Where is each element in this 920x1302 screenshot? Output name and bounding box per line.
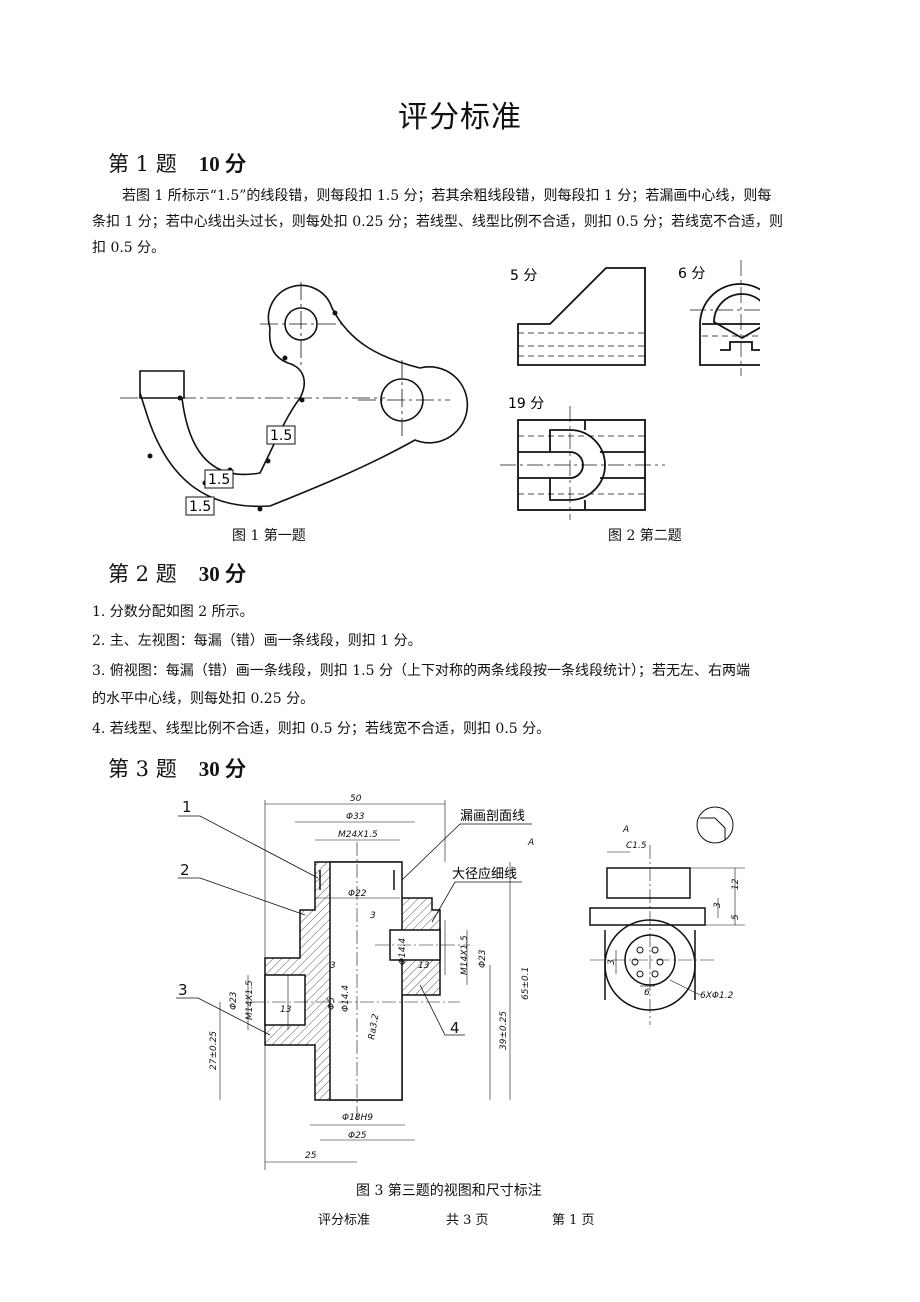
dim-65: 65±0.1 [521, 967, 531, 1000]
dim-m24: M24X1.5 [338, 830, 378, 840]
q1-text-line1: 若图 1 所标示“1.5”的线段错，则每段扣 1.5 分；若其余粗线段错，则每段… [122, 188, 772, 204]
q3-heading-label: 第 3 题 [108, 757, 177, 781]
fig2-score-b: 6 分 [678, 266, 705, 282]
q2-heading-label: 第 2 题 [108, 562, 177, 586]
dim-5c: 5 [731, 914, 741, 920]
fig1-label-c: 1.5 [189, 499, 211, 515]
note-major-diameter: 大径应细线 [452, 866, 517, 882]
callout-2: 2 [180, 861, 190, 879]
dim-13a: 13 [418, 961, 430, 971]
callout-1: 1 [182, 798, 192, 816]
dim-d18: Φ18H9 [342, 1113, 373, 1123]
dim-d14b: Φ14.4 [341, 985, 351, 1012]
fig3-caption: 图 3 第三题的视图和尺寸标注 [356, 1183, 542, 1199]
dim-39: 39±0.25 [499, 1011, 509, 1050]
dim-d33: Φ33 [346, 812, 365, 822]
fig2-score-c: 19 分 [508, 396, 544, 412]
dim-12: 12 [731, 878, 741, 890]
dim-25: 25 [305, 1151, 317, 1161]
dim-27: 27±0.25 [209, 1031, 219, 1070]
fig1-label-b: 1.5 [208, 472, 230, 488]
q1-text-line3: 扣 0.5 分。 [92, 240, 166, 256]
dim-d25: Φ25 [348, 1131, 367, 1141]
q2-item-2: 2. 主、左视图：每漏（错）画一条线段，则扣 1 分。 [92, 633, 422, 649]
q3-heading: 第 3 题 30 分 [108, 753, 246, 783]
dim-d14a: Φ14.4 [398, 938, 408, 965]
footer-page-number: 第 1 页 [552, 1213, 595, 1228]
dim-3c: 3 [713, 902, 723, 908]
fig2-score-a: 5 分 [510, 268, 537, 284]
dim-m14b: M14X1.5 [245, 980, 255, 1020]
dim-d23a: Φ23 [478, 949, 488, 968]
dim-6: 6 [644, 988, 650, 998]
q2-item-3-line1: 3. 俯视图：每漏（错）画一条线段，则扣 1.5 分（上下对称的两条线段按一条线… [92, 663, 750, 679]
dim-c15: C1.5 [626, 841, 647, 851]
dim-ra: Ra3.2 [367, 1013, 381, 1041]
fig1-label-a: 1.5 [270, 428, 292, 444]
dim-d23b: Φ23 [229, 991, 239, 1010]
dim-13b: 13 [280, 1005, 292, 1015]
q1-score: 10 分 [198, 152, 246, 176]
dim-3d: 3 [607, 959, 617, 965]
note-missing-hatch: 漏画剖面线 [460, 808, 525, 824]
q1-heading-label: 第 1 题 [108, 152, 177, 176]
dim-d5: Φ5 [327, 997, 337, 1010]
callout-3: 3 [178, 981, 188, 999]
dim-3b: 3 [330, 961, 336, 971]
q2-item-1: 1. 分数分配如图 2 所示。 [92, 604, 254, 620]
dim-m14a: M14X1.5 [460, 935, 470, 975]
figure-3-drawing: 50 Φ33 M24X1.5 Φ22 3 13 3 13 Φ18H9 Φ25 2… [176, 794, 745, 1170]
view-a-mark-2: A [622, 825, 629, 835]
dim-50: 50 [350, 794, 362, 804]
dim-d22: Φ22 [348, 889, 367, 899]
dim-3a: 3 [370, 911, 376, 921]
callout-4: 4 [450, 1019, 460, 1037]
q3-score: 30 分 [198, 757, 246, 781]
q2-score: 30 分 [198, 562, 246, 586]
q2-item-3-line2: 的水平中心线，则每处扣 0.25 分。 [92, 691, 315, 707]
figure-2-drawing: 5 分 6 分 19 分 [500, 260, 760, 520]
q1-heading: 第 1 题 10 分 [108, 148, 246, 178]
q1-text-line2: 条扣 1 分；若中心线出头过长，则每处扣 0.25 分；若线型、线型比例不合适，… [92, 214, 784, 230]
figure-1-drawing: 1.5 1.5 1.5 [120, 282, 469, 516]
fig1-caption: 图 1 第一题 [232, 528, 306, 544]
q2-heading: 第 2 题 30 分 [108, 558, 246, 588]
fig2-caption: 图 2 第二题 [608, 528, 682, 544]
view-a-mark-1: A [527, 838, 534, 848]
dim-holes: 6XΦ1.2 [700, 991, 734, 1001]
footer-total-pages: 共 3 页 [446, 1213, 489, 1228]
footer-title: 评分标准 [318, 1213, 371, 1228]
page-title: 评分标准 [398, 100, 522, 135]
q2-item-4: 4. 若线型、线型比例不合适，则扣 0.5 分；若线宽不合适，则扣 0.5 分。 [92, 721, 551, 737]
